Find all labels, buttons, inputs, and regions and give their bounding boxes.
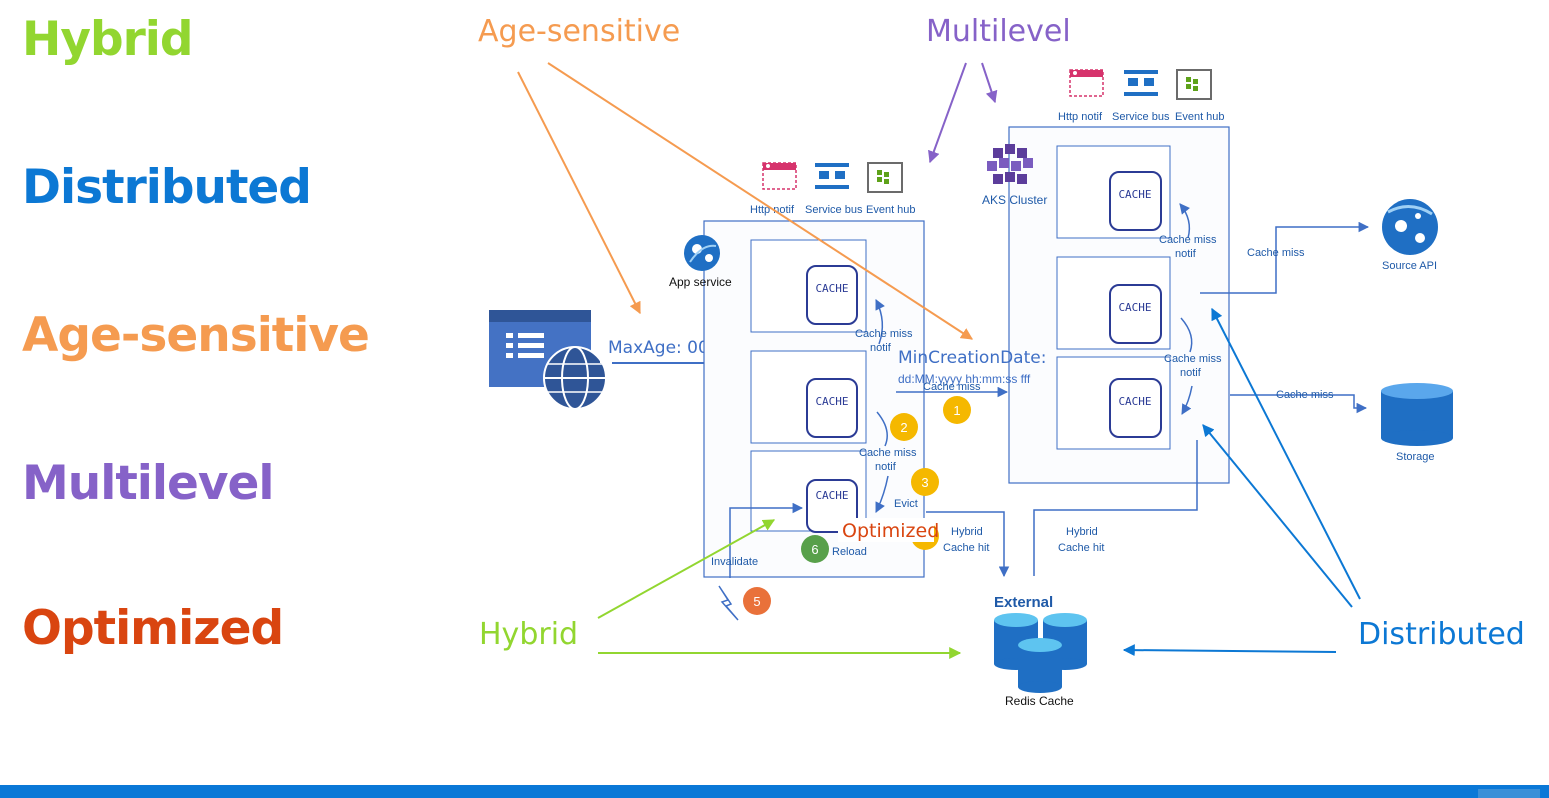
heading-hybrid: Hybrid: [22, 12, 194, 67]
svg-text:CACHE: CACHE: [815, 395, 848, 408]
notif-arc: [875, 475, 889, 513]
notif-arc: [1181, 385, 1193, 415]
heading-age-sensitive: Age-sensitive: [22, 308, 370, 363]
svg-text:CACHE: CACHE: [1118, 395, 1151, 408]
distributed-arrow: [1211, 307, 1361, 600]
cache-miss-notif-label: Cache miss: [1159, 234, 1217, 246]
cache-miss-notif-label: notif: [1180, 367, 1202, 379]
notif-arc: [1179, 203, 1191, 239]
age-sensitive-arrow: [517, 71, 641, 315]
event-hub-label: Event hub: [1175, 111, 1225, 123]
reload-label: Reload: [832, 546, 867, 558]
app-service-icon: [684, 235, 720, 271]
cache-miss-notif-label: Cache miss: [1164, 353, 1222, 365]
invalidate-label: Invalidate: [711, 556, 758, 568]
heading-optimized: Optimized: [22, 601, 284, 656]
step-badge-6: 6: [801, 535, 829, 563]
notif-arc: [875, 299, 885, 345]
event-hub-label: Event hub: [866, 204, 916, 216]
hybrid-cache-hit-label: Cache hit: [943, 542, 989, 554]
storage-label: Storage: [1396, 451, 1435, 463]
hybrid-arrow: [597, 519, 776, 619]
cache-icon: CACHE: [1109, 378, 1162, 438]
source-api-icon: [1382, 199, 1438, 255]
svg-text:CACHE: CACHE: [1118, 301, 1151, 314]
event-hub-icon: [1176, 69, 1212, 100]
cache-miss-notif-label: notif: [875, 461, 897, 473]
hybrid-cache-hit-label: Hybrid: [951, 526, 983, 538]
heading-distributed: Distributed: [22, 160, 312, 215]
service-bus-label: Service bus: [1112, 111, 1170, 123]
aks-cluster-label: AKS Cluster: [982, 193, 1047, 207]
distributed-arrow: [1202, 424, 1353, 608]
cache-icon: CACHE: [1109, 171, 1162, 231]
age-sensitive-arrow: [547, 62, 974, 340]
svg-text:1: 1: [953, 403, 960, 418]
footer-tab: [1478, 789, 1540, 798]
hybrid-cache-hit-label: Hybrid: [1066, 526, 1098, 538]
cache-icon: CACHE: [806, 378, 858, 438]
min-creation-format: dd:MM:yyyy hh:mm:ss fff: [898, 372, 1031, 386]
svg-text:3: 3: [921, 475, 928, 490]
source-api-label: Source API: [1382, 260, 1437, 272]
service-bus-label: Service bus: [805, 204, 863, 216]
cache-miss-notif-label: Cache miss: [859, 447, 917, 459]
svg-text:CACHE: CACHE: [1118, 188, 1151, 201]
source-api-arrow: [1200, 221, 1370, 294]
app-service-label: App service: [669, 275, 732, 289]
callout-hybrid: Hybrid: [479, 617, 578, 652]
step-badge-1: 1: [943, 396, 971, 424]
invalidate-arrow: [729, 502, 804, 578]
cache-miss-label: Cache miss: [1247, 247, 1305, 259]
callout-multilevel: Multilevel: [926, 14, 1071, 49]
multilevel-arrow: [928, 62, 967, 164]
storage-icon: [1381, 383, 1453, 446]
cache-miss-label: Cache miss: [1276, 389, 1334, 401]
callout-optimized: Optimized: [842, 520, 939, 542]
redis-cache-icon: [994, 613, 1087, 693]
svg-text:6: 6: [811, 542, 818, 557]
hybrid-cache-hit-arrow: [926, 511, 1010, 578]
notif-arc: [1180, 317, 1193, 353]
step-badge-2: 2: [890, 413, 918, 441]
notif-arc: [876, 411, 888, 447]
http-notif-icon: [762, 162, 797, 190]
cache-miss-label: Cache miss: [923, 381, 981, 393]
hybrid-cache-hit-arrow: [1033, 440, 1198, 576]
service-bus-icon: [815, 163, 849, 189]
callout-age-sensitive: Age-sensitive: [478, 14, 680, 49]
heading-multilevel: Multilevel: [22, 456, 275, 511]
cache-miss-notif-label: notif: [1175, 248, 1197, 260]
cache-miss-notif-label: Cache miss: [855, 328, 913, 340]
cache-miss-notif-label: notif: [870, 342, 892, 354]
step-badge-3: 3: [911, 468, 939, 496]
hybrid-cache-hit-label: Cache hit: [1058, 542, 1104, 554]
http-notif-icon: [1069, 69, 1104, 97]
browser-client-icon: [489, 310, 607, 410]
storage-arrow: [1230, 394, 1368, 414]
svg-text:2: 2: [900, 420, 907, 435]
multilevel-arrow: [981, 62, 998, 104]
external-label: External: [994, 594, 1053, 611]
svg-text:5: 5: [753, 594, 760, 609]
svg-text:CACHE: CACHE: [815, 489, 848, 502]
min-creation-title: MinCreationDate:: [898, 348, 1046, 368]
redis-cache-label: Redis Cache: [1005, 694, 1074, 708]
http-notif-label: Http notif: [1058, 111, 1103, 123]
svg-text:CACHE: CACHE: [815, 282, 848, 295]
lightning-icon: [718, 585, 739, 621]
step-badge-5: 5: [743, 587, 771, 615]
evict-label: Evict: [894, 498, 918, 510]
aks-cluster-icon: [987, 144, 1033, 184]
footer-bar: [0, 785, 1549, 798]
cache-icon: CACHE: [1109, 284, 1162, 344]
cache-icon: CACHE: [806, 265, 858, 325]
distributed-arrow: [1122, 644, 1337, 657]
event-hub-icon: [867, 162, 903, 193]
service-bus-icon: [1124, 70, 1158, 96]
callout-distributed: Distributed: [1358, 617, 1525, 652]
